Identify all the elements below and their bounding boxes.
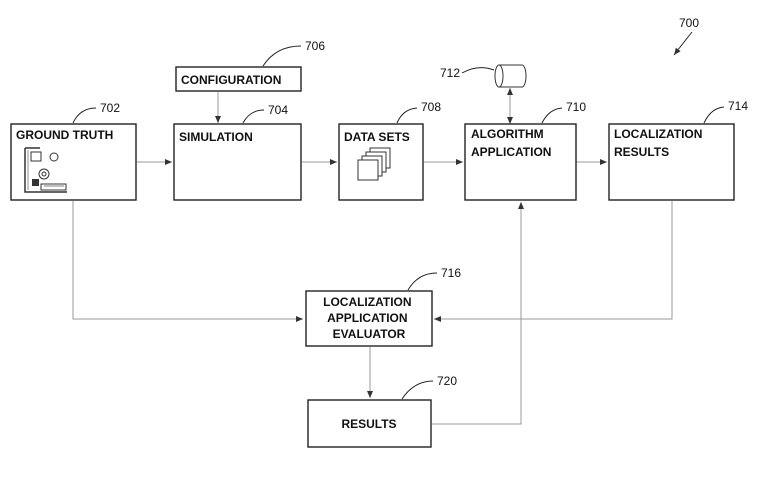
storage-cylinder-icon — [494, 64, 527, 88]
results-block: RESULTS — [307, 399, 432, 448]
figure-number: 700 — [679, 16, 699, 30]
algorithm-application-leader — [541, 107, 563, 124]
localization-results-label-line-2: RESULTS — [614, 145, 669, 159]
simulation-leader — [242, 109, 265, 124]
localization-results-ref: 714 — [728, 99, 748, 113]
simulation-label: SIMULATION — [179, 130, 253, 144]
localization-results-label: LOCALIZATION RESULTS — [614, 127, 706, 159]
data-sets-leader — [396, 107, 418, 124]
algorithm-application-label-line-1: ALGORITHM — [471, 127, 544, 141]
simulation-block: SIMULATION — [173, 123, 302, 201]
evaluator-label-line-3: EVALUATOR — [333, 327, 406, 341]
storage-ref: 712 — [440, 66, 460, 80]
configuration-label: CONFIGURATION — [181, 73, 281, 87]
configuration-leader — [262, 45, 302, 67]
data-sets-label: DATA SETS — [344, 130, 410, 144]
ground-truth-label: GROUND TRUTH — [16, 128, 113, 142]
evaluator-ref: 716 — [441, 266, 461, 280]
configuration-ref: 706 — [305, 39, 325, 53]
algorithm-application-label-line-2: APPLICATION — [471, 145, 551, 159]
evaluator-leader — [407, 272, 438, 291]
ground-truth-block: GROUND TRUTH — [10, 123, 137, 201]
evaluator-label-line-1: LOCALIZATION — [323, 295, 411, 309]
figure-number-arrow — [673, 31, 693, 56]
ground-truth-ref: 702 — [100, 101, 120, 115]
arrow-results-to-algorithm — [432, 202, 524, 425]
evaluator-block: LOCALIZATION APPLICATION EVALUATOR — [305, 290, 433, 347]
localization-results-label-line-1: LOCALIZATION — [614, 127, 702, 141]
simulation-ref: 704 — [268, 103, 288, 117]
evaluator-label-line-2: APPLICATION — [327, 311, 407, 325]
localization-results-leader — [703, 106, 725, 124]
algorithm-application-block: ALGORITHM APPLICATION — [464, 123, 577, 201]
data-sets-ref: 708 — [421, 100, 441, 114]
results-label: RESULTS — [341, 417, 396, 431]
results-leader — [401, 380, 434, 400]
algorithm-application-ref: 710 — [566, 100, 586, 114]
storage-leader — [461, 67, 495, 74]
localization-results-block: LOCALIZATION RESULTS — [608, 123, 735, 201]
evaluator-label: LOCALIZATION APPLICATION EVALUATOR — [323, 295, 415, 341]
floor-plan-icon — [24, 147, 67, 193]
data-sets-block: DATA SETS — [338, 123, 424, 201]
ground-truth-leader — [72, 107, 97, 124]
configuration-block: CONFIGURATION — [175, 66, 302, 92]
arrow-localization-results-to-evaluator — [434, 201, 673, 322]
stacked-documents-icon — [357, 147, 391, 181]
algorithm-application-label: ALGORITHM APPLICATION — [471, 127, 551, 159]
arrow-ground-truth-to-evaluator — [72, 201, 303, 322]
results-ref: 720 — [437, 374, 457, 388]
